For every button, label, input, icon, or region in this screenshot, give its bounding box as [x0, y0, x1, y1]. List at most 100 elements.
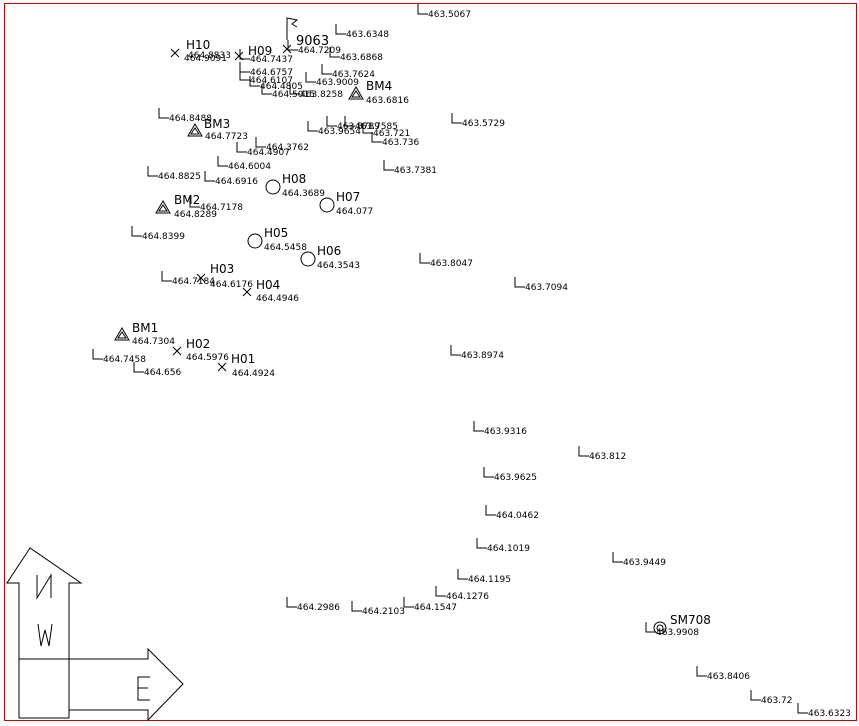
point-elevation: 464.8289	[174, 210, 217, 220]
spot-height-label: 463.9625	[494, 473, 537, 483]
spot-mark-icon	[435, 586, 446, 597]
spot-height-label: 464.6107	[250, 76, 293, 86]
spot-height: 463.8258	[289, 84, 343, 100]
spot-height: 464.1019	[476, 538, 530, 554]
spot-mark-icon	[450, 345, 461, 356]
spot-height-label: 464.4805	[260, 82, 303, 92]
spot-mark-icon	[217, 156, 228, 167]
spot-height: 463.8406	[696, 666, 750, 682]
spot-height: 464.1547	[403, 597, 457, 613]
spot-height-label: 463.7585	[355, 122, 398, 132]
point-name: H10	[186, 38, 210, 52]
spot-height: 464.5015	[261, 84, 315, 100]
spot-height: 463.7381	[383, 160, 437, 176]
triangle-icon	[348, 86, 364, 100]
spot-height: 463.6323	[797, 703, 851, 719]
spot-height-label: 463.7624	[332, 70, 375, 80]
spot-height: 464.656	[133, 362, 181, 378]
spot-height-label: 464.0462	[496, 511, 539, 521]
spot-height: 464.7178	[189, 197, 243, 213]
spot-height-label: 463.8974	[461, 351, 504, 361]
spot-height-label: 464.7437	[250, 55, 293, 65]
spot-height-label: 463.7381	[394, 166, 437, 176]
point-name: BM1	[132, 321, 158, 335]
point-name: H04	[256, 278, 280, 292]
cross-icon	[170, 48, 180, 58]
spot-heights-layer: 463.5067463.6348464.7209463.6868464.7437…	[92, 4, 851, 719]
spot-height-label: 464.1276	[446, 592, 489, 602]
circle-icon	[265, 179, 281, 195]
control-point-h09: H09	[234, 44, 272, 61]
double-circle-icon	[653, 621, 667, 635]
spot-height-label: 463.8047	[430, 259, 473, 269]
spot-height-label: 464.4907	[247, 148, 290, 158]
spot-height-label: 463.6323	[808, 709, 851, 719]
point-name: SM708	[670, 613, 711, 627]
map-frame	[4, 3, 857, 721]
compass-rose	[6, 547, 184, 722]
cross-icon	[196, 273, 206, 283]
spot-height: 463.8047	[419, 253, 473, 269]
spot-height: 464.8825	[147, 166, 201, 182]
cross-icon	[242, 287, 252, 297]
spot-mark-icon	[189, 197, 200, 208]
cross-icon	[217, 362, 227, 372]
spot-height-label: 464.6004	[228, 162, 271, 172]
flag-icon	[286, 17, 299, 40]
spot-mark-icon	[131, 226, 142, 237]
spot-mark-icon	[750, 690, 761, 701]
spot-mark-icon	[239, 49, 250, 60]
cross-icon	[172, 346, 182, 356]
cross-icon	[234, 51, 244, 61]
spot-mark-icon	[236, 142, 247, 153]
spot-mark-icon	[329, 47, 340, 58]
point-elevation: 464.4946	[256, 294, 299, 304]
spot-height-label: 464.1547	[414, 603, 457, 613]
spot-mark-icon	[335, 24, 346, 35]
spot-mark-icon	[305, 72, 316, 83]
spot-height-label: 463.812	[589, 452, 626, 462]
spot-mark-icon	[326, 116, 337, 127]
spot-height-label: 464.6757	[250, 68, 293, 78]
point-name: 9063	[296, 34, 329, 49]
spot-height: 463.7585	[344, 116, 398, 132]
spot-height-label: 464.7184	[172, 277, 215, 287]
spot-height-label: 463.7094	[525, 283, 568, 293]
spot-mark-icon	[797, 703, 808, 714]
spot-mark-icon	[457, 569, 468, 580]
point-name: H05	[264, 226, 288, 240]
spot-height-label: 464.8488	[169, 114, 212, 124]
cross-icon	[282, 44, 292, 54]
point-elevation: 464.7304	[132, 337, 175, 347]
control-point-h04: H04 464.4946	[242, 278, 299, 304]
north-arrow-icon	[36, 573, 52, 600]
spot-mark-icon	[307, 121, 318, 132]
spot-height-label: 463.8406	[707, 672, 750, 682]
spot-height-label: 464.7458	[103, 355, 146, 365]
spot-height-label: 464.6916	[215, 177, 258, 187]
control-point-p9063: 9063	[282, 34, 329, 54]
point-name: H02	[186, 337, 210, 351]
spot-height-label: 463.9009	[316, 78, 359, 88]
spot-mark-icon	[451, 113, 462, 124]
point-elevation: 464.9091	[184, 54, 227, 64]
spot-mark-icon	[239, 62, 250, 73]
spot-height-label: 464.8399	[142, 232, 185, 242]
spot-height: 463.9316	[473, 421, 527, 437]
spot-height-label: 463.9449	[623, 558, 666, 568]
spot-height-label: 463.9654	[318, 127, 361, 137]
spot-height-label: 464.3762	[266, 143, 309, 153]
spot-height-label: 464.656	[144, 368, 181, 378]
control-point-h02: H02 464.5976	[172, 337, 229, 363]
point-elevation: 464.5976	[186, 353, 229, 363]
spot-mark-icon	[383, 160, 394, 171]
spot-mark-icon	[261, 84, 272, 95]
spot-mark-icon	[612, 552, 623, 563]
spot-height: 463.8974	[450, 345, 504, 361]
